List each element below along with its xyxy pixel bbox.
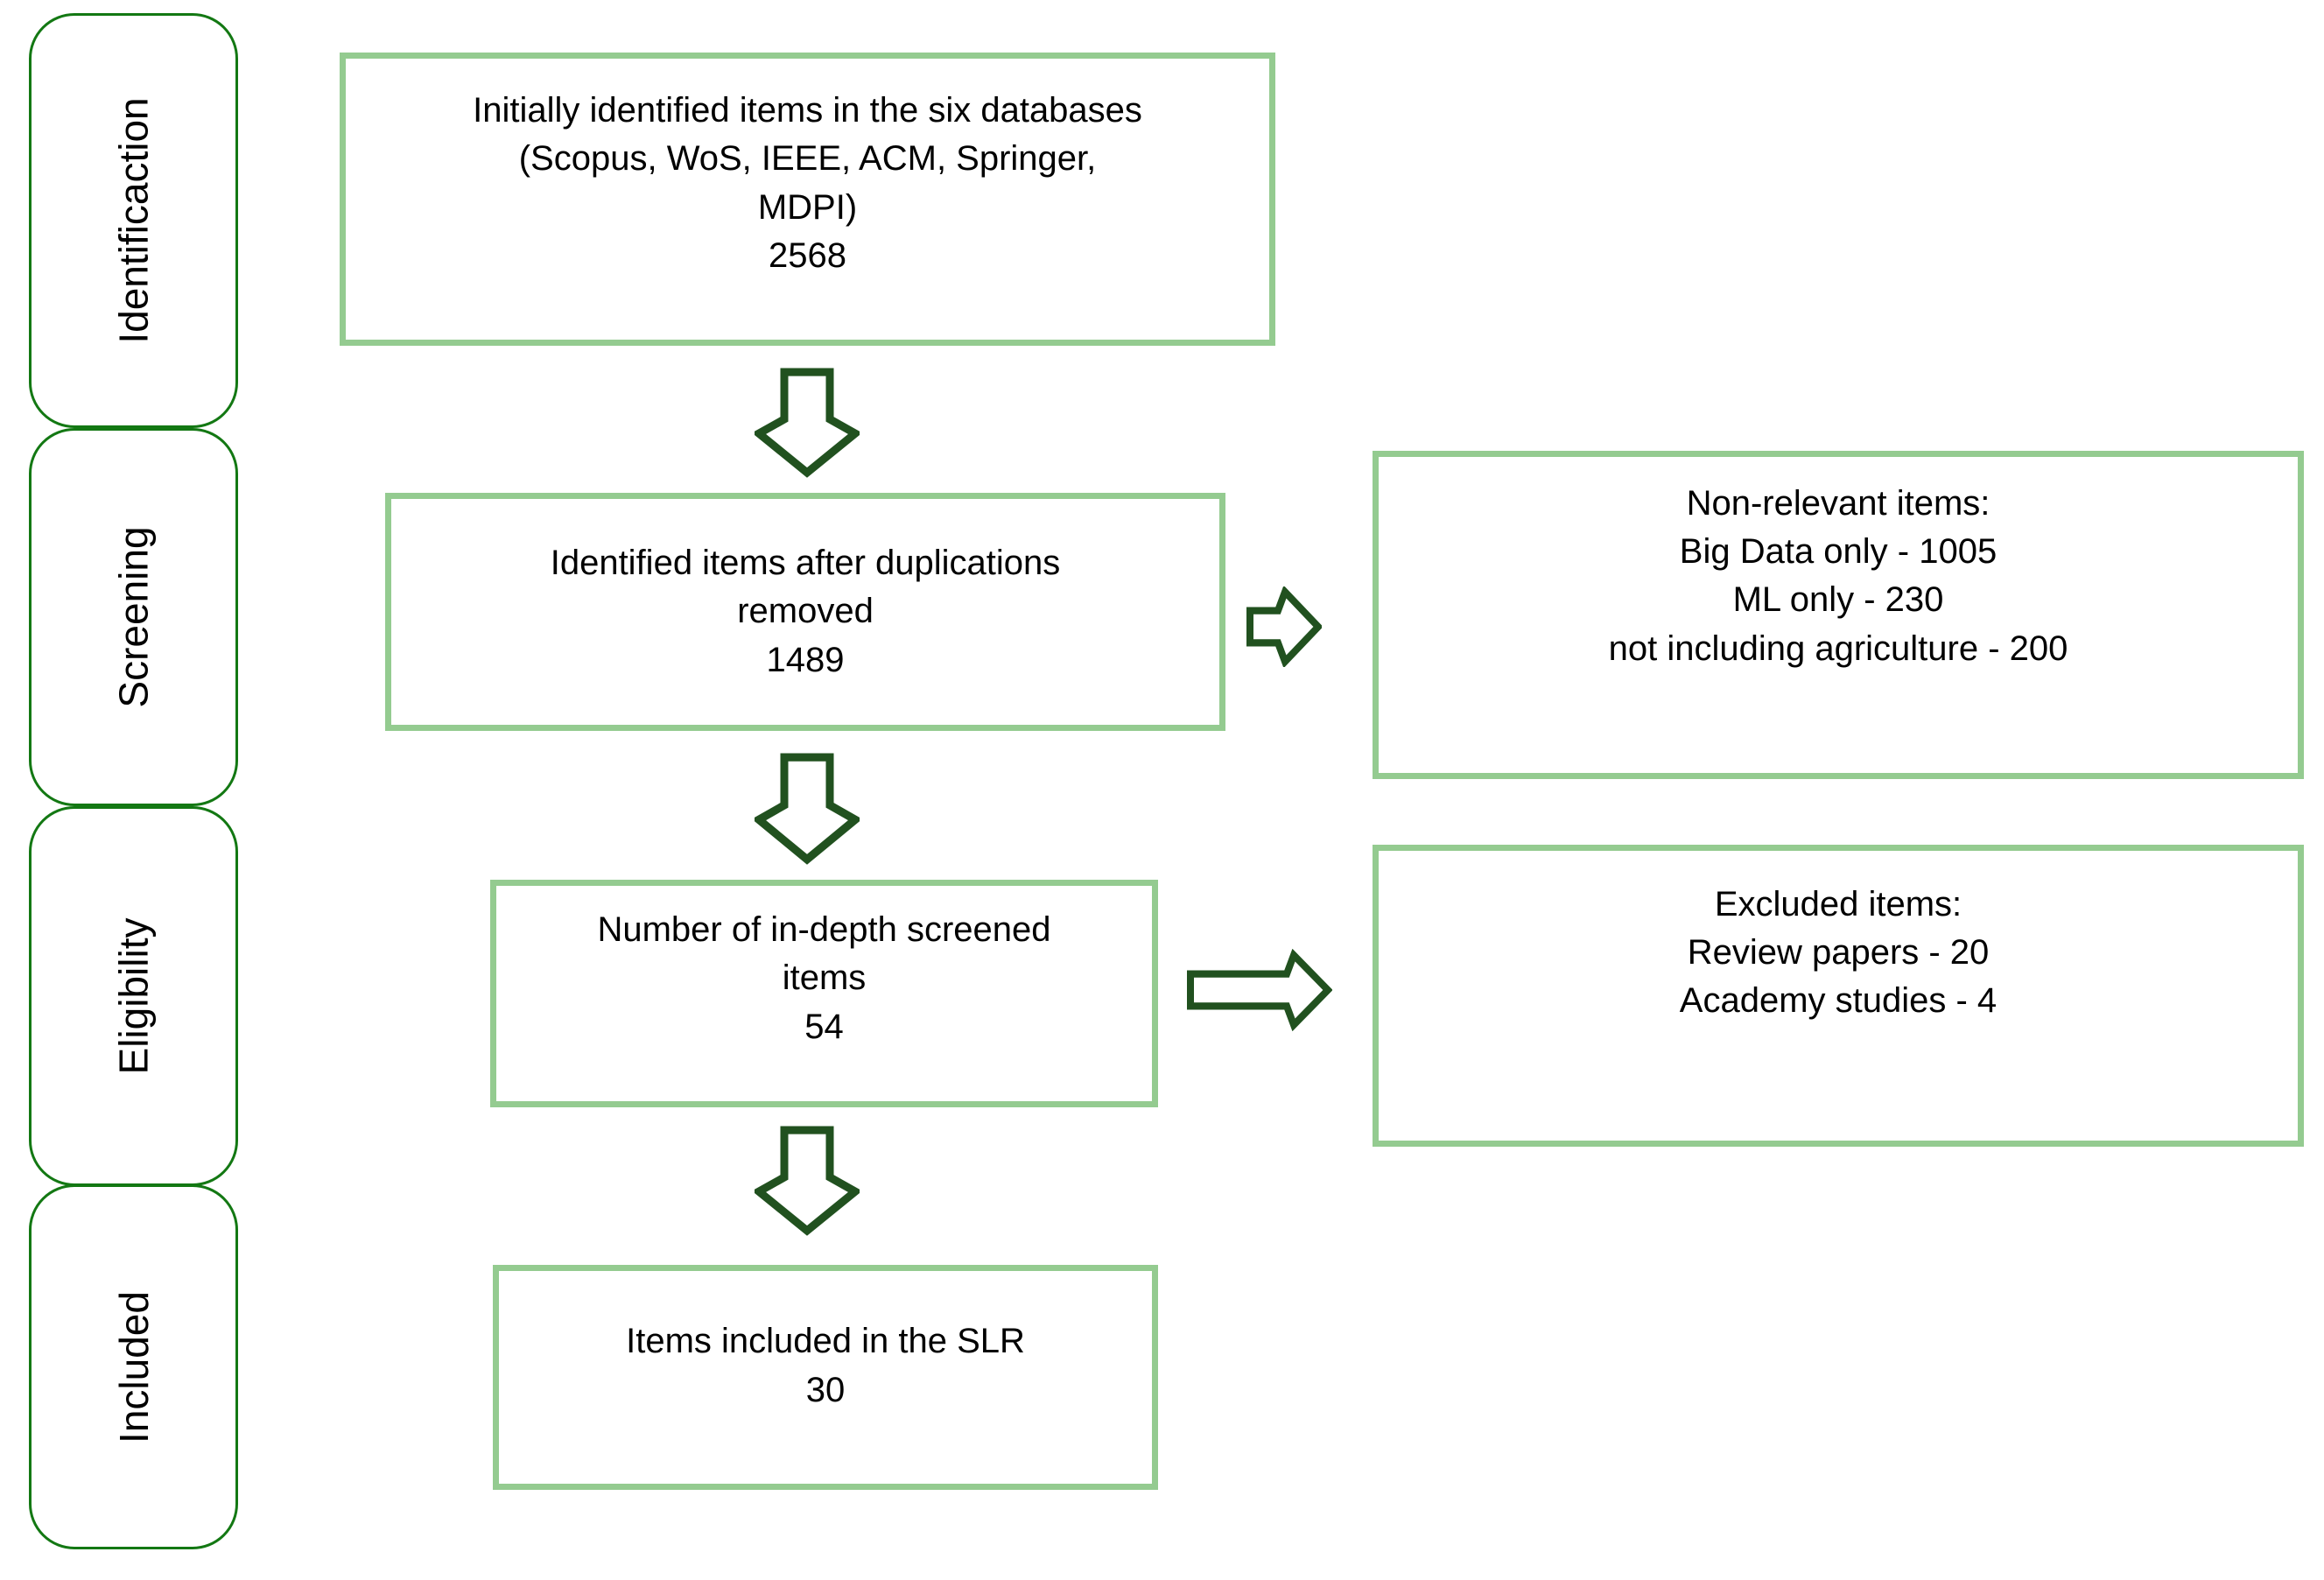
box-text-line: 30: [805, 1370, 846, 1409]
side-box-excluded: Excluded items: Review papers - 20 Acade…: [1373, 845, 2304, 1147]
box-text-line: Identified items after duplications: [550, 544, 1061, 583]
box-text-line: Big Data only - 1005: [1679, 532, 1998, 572]
box-text-line: items: [782, 959, 867, 998]
box-text-line: 2568: [769, 235, 846, 275]
down-arrow-icon-2: [755, 753, 860, 865]
stage-included: Included: [29, 1184, 238, 1549]
right-arrow-icon-1: [1246, 586, 1322, 667]
stage-identification-label: Identificaction: [110, 97, 157, 344]
box-text-line: Excluded items:: [1714, 885, 1962, 923]
box-text-line: Initially identified items in the six da…: [473, 91, 1142, 130]
right-arrow-icon-2: [1187, 949, 1332, 1031]
box-text-line: Review papers - 20: [1687, 933, 1990, 973]
stage-eligibility-label: Eligibility: [110, 917, 157, 1075]
down-arrow-icon-1: [755, 368, 860, 478]
box-text-line: ML only - 230: [1732, 580, 1944, 620]
stage-identification: Identificaction: [29, 13, 238, 428]
stage-eligibility: Eligibility: [29, 806, 238, 1186]
box-text-line: 54: [804, 1007, 844, 1046]
box-text-line: 1489: [766, 640, 845, 679]
box-text-line: Items included in the SLR: [626, 1322, 1025, 1361]
stage-screening-label: Screening: [110, 526, 157, 708]
box-text-line: MDPI): [757, 187, 858, 227]
down-arrow-icon-3: [755, 1126, 860, 1236]
flow-box-initial-items: Initially identified items in the six da…: [340, 53, 1275, 346]
box-text-line: not including agriculture - 200: [1608, 628, 2068, 668]
stage-screening: Screening: [29, 428, 238, 806]
box-text-line: Number of in-depth screened: [597, 910, 1051, 950]
box-text-line: Non-relevant items:: [1686, 484, 1990, 523]
box-text-line: removed: [737, 592, 874, 631]
flow-box-included-in-slr: Items included in the SLR 30: [493, 1265, 1158, 1490]
flow-box-after-deduplication: Identified items after duplications remo…: [385, 493, 1225, 731]
stage-included-label: Included: [110, 1290, 157, 1443]
side-box-non-relevant: Non-relevant items: Big Data only - 1005…: [1373, 451, 2304, 779]
flow-box-in-depth-screened: Number of in-depth screened items 54: [490, 880, 1158, 1107]
box-text-line: (Scopus, WoS, IEEE, ACM, Springer,: [518, 139, 1097, 179]
box-text-line: Academy studies - 4: [1679, 981, 1998, 1021]
